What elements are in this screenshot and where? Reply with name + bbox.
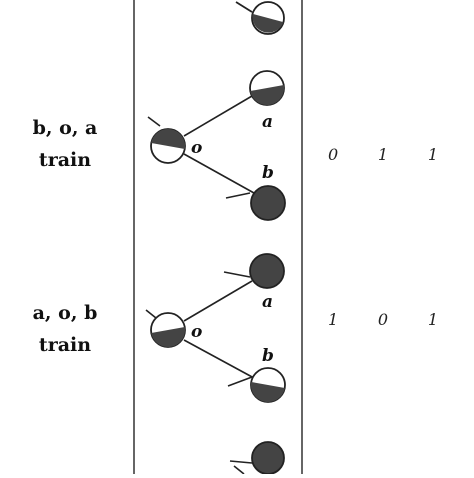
- row2-letter-a: a: [262, 292, 273, 312]
- row2-bit-2: 0: [377, 310, 389, 329]
- row2-label-line1: a, o, b: [32, 302, 98, 324]
- row2-letter-o: o: [191, 322, 202, 342]
- row1-node-a: [249, 70, 285, 106]
- row1-edge-a: [183, 95, 253, 137]
- row1-edge-b: [183, 153, 255, 194]
- row1-letter-a: a: [262, 112, 273, 132]
- row1-bits: 0 1 1: [328, 145, 438, 164]
- row2-bit-3: 1: [427, 310, 438, 329]
- row2-edge-b: [183, 339, 255, 379]
- row2-edge-a: [183, 280, 253, 322]
- row2-graph: a o b: [145, 253, 286, 403]
- row2-bit-1: 1: [328, 310, 339, 329]
- row1-letter-b: b: [262, 163, 274, 183]
- row2-node-o: [150, 312, 186, 348]
- row1-node-o: [150, 128, 186, 164]
- row1-bit-1: 0: [328, 145, 339, 164]
- row1-node-b: [225, 185, 286, 221]
- row2-bits: 1 0 1: [328, 310, 438, 329]
- top-partial-node: [235, 1, 285, 35]
- row2-letter-b: b: [262, 346, 274, 366]
- row2-label-line2: train: [38, 334, 92, 356]
- row1-tick-o: [147, 116, 161, 127]
- row2-node-a: [223, 253, 285, 289]
- row1-label: b, o, a train: [0, 112, 130, 176]
- row1-letter-o: o: [191, 138, 202, 158]
- row2-tick-o: [145, 309, 157, 319]
- row1-label-line2: train: [38, 149, 92, 171]
- row2-label: a, o, b train: [0, 297, 130, 361]
- row1-bit-2: 1: [377, 145, 389, 164]
- row2-node-b: [227, 367, 286, 403]
- bottom-partial-node: [229, 441, 285, 475]
- row1-label-line1: b, o, a: [32, 117, 98, 139]
- row1-bit-3: 1: [427, 145, 438, 164]
- row1-graph: a o b: [147, 70, 286, 221]
